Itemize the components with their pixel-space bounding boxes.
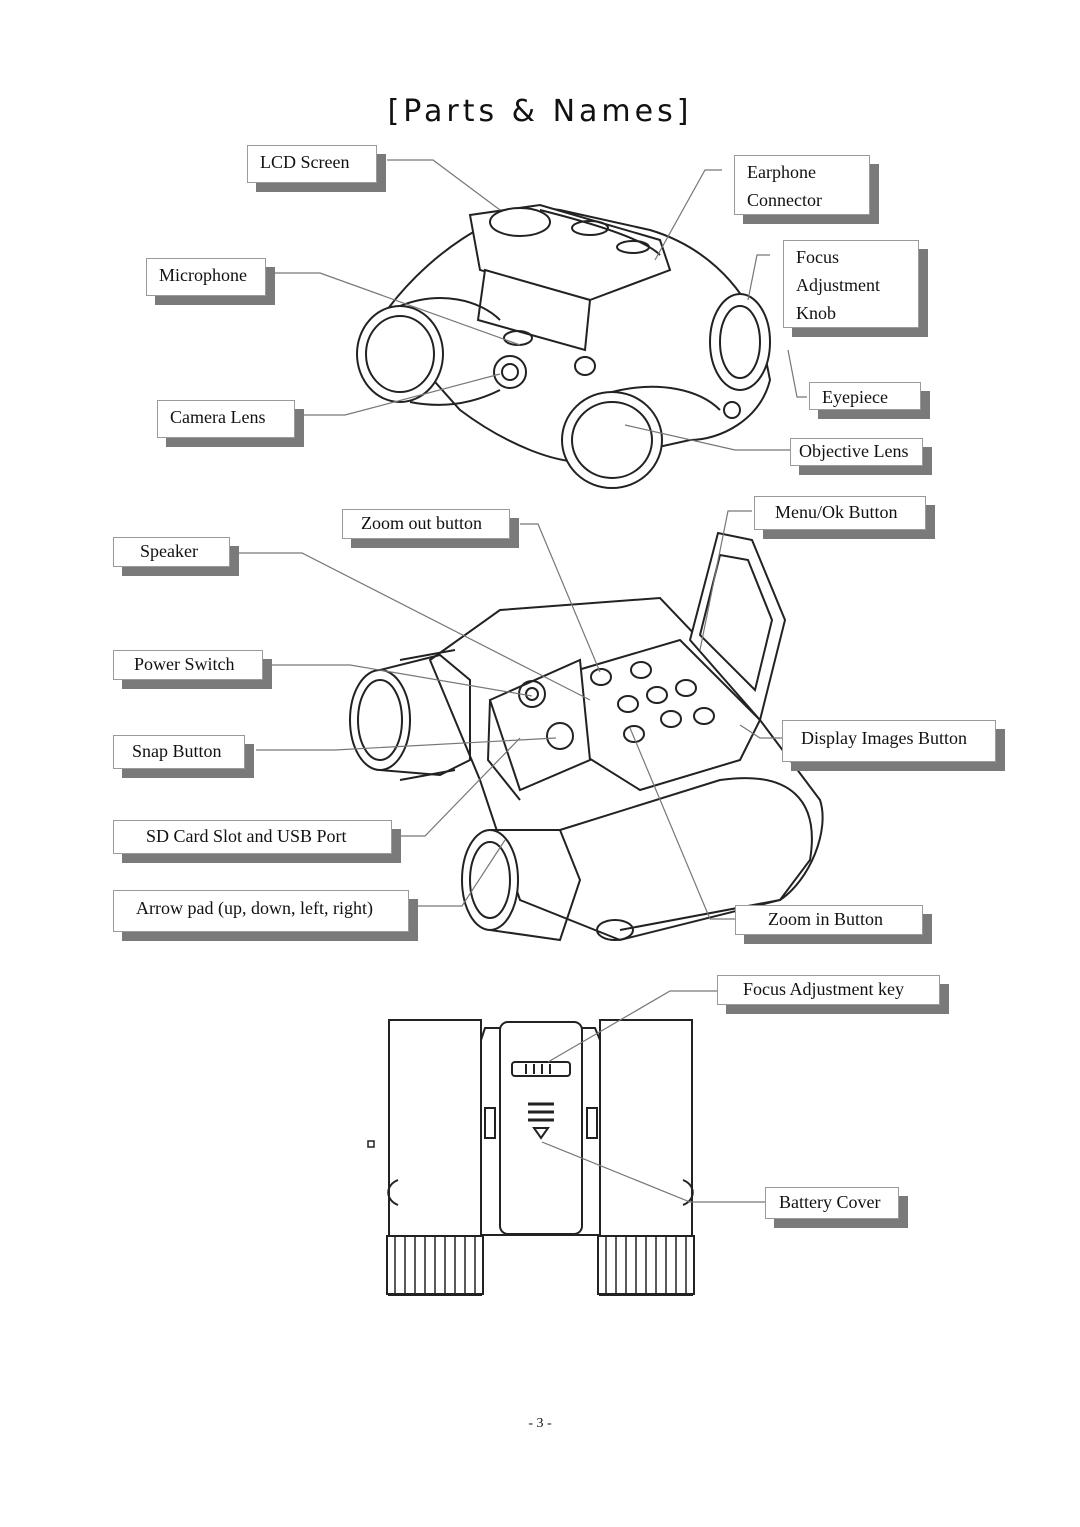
label-arrow-pad: Arrow pad (up, down, left, right) — [113, 890, 409, 932]
label-power-switch: Power Switch — [113, 650, 263, 680]
label-display-images-button: Display Images Button — [782, 720, 996, 762]
label-snap-button: Snap Button — [113, 735, 245, 769]
label-zoom-out-button: Zoom out button — [342, 509, 510, 539]
leader-lines — [237, 159, 807, 1203]
label-microphone: Microphone — [146, 258, 266, 296]
label-earphone-connector: Earphone Connector — [734, 155, 870, 215]
binocular-top-view — [356, 203, 772, 489]
label-menu-ok-button: Menu/Ok Button — [754, 496, 926, 530]
binocular-bottom-view — [367, 1019, 695, 1296]
label-objective-lens: Objective Lens — [790, 438, 923, 466]
label-speaker: Speaker — [113, 537, 230, 567]
label-battery-cover: Battery Cover — [765, 1187, 899, 1219]
label-eyepiece: Eyepiece — [809, 382, 921, 410]
label-focus-adjustment-key: Focus Adjustment key — [717, 975, 940, 1005]
label-focus-adjustment-knob: Focus Adjustment Knob — [783, 240, 919, 328]
page-number: - 3 - — [528, 1416, 552, 1431]
label-lcd-screen: LCD Screen — [247, 145, 377, 183]
label-camera-lens: Camera Lens — [157, 400, 295, 438]
page-title: [Parts & Names] — [387, 94, 693, 129]
binocular-open-view — [349, 531, 824, 942]
label-zoom-in-button: Zoom in Button — [735, 905, 923, 935]
label-sd-card-slot-usb-port: SD Card Slot and USB Port — [113, 820, 392, 854]
